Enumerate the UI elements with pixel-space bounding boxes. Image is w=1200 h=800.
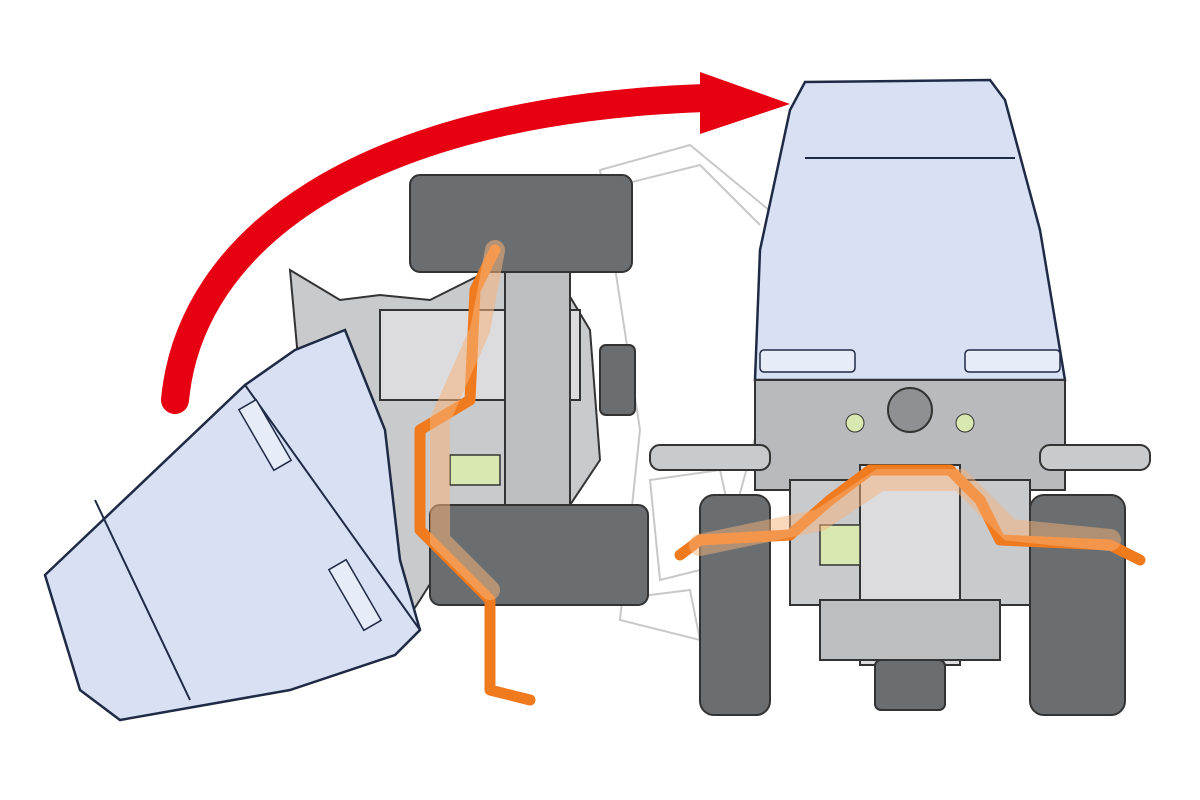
right-car-suspension-highlight <box>689 469 1121 556</box>
rotation-arrow <box>161 72 790 414</box>
left-car-body <box>43 328 422 722</box>
arrow-head-icon <box>700 72 790 134</box>
right-car-body <box>753 78 1067 382</box>
left-car-tire-top <box>409 174 633 273</box>
arrow-arc <box>161 84 719 414</box>
left-car-suspension-highlight <box>430 240 505 600</box>
left-car-tilted <box>43 174 649 722</box>
right-car-upright <box>649 78 1151 716</box>
